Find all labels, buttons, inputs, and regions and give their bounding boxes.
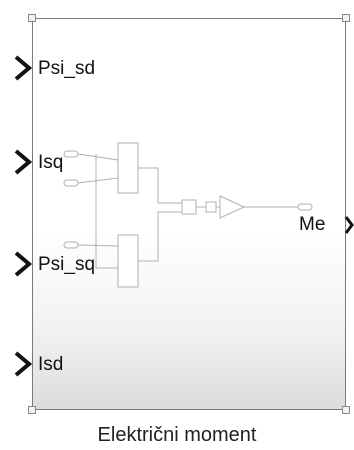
- input-port-psi-sd[interactable]: [14, 55, 33, 81]
- input-port-isd[interactable]: [14, 351, 33, 377]
- sum-block-icon: [181, 199, 197, 215]
- outport-oval-icon: [297, 203, 313, 211]
- chevron-port-icon: [14, 251, 33, 277]
- internal-diagram-preview: [63, 142, 313, 288]
- resize-handle-top-right[interactable]: [342, 14, 350, 22]
- inport-oval-icon: [63, 179, 79, 187]
- chevron-port-icon: [344, 216, 354, 234]
- chevron-port-icon: [14, 351, 33, 377]
- chevron-port-icon: [14, 149, 33, 175]
- inport-oval-icon: [63, 150, 79, 158]
- product-block-icon: [117, 234, 139, 288]
- output-port-me[interactable]: [344, 216, 354, 234]
- resize-handle-bottom-left[interactable]: [28, 406, 36, 414]
- input-label-psi-sq: Psi_sq: [38, 254, 96, 275]
- output-label-me: Me: [299, 214, 326, 235]
- resize-handle-bottom-right[interactable]: [342, 406, 350, 414]
- product-block-icon: [117, 142, 139, 194]
- input-label-psi-sd: Psi_sd: [38, 58, 96, 79]
- input-port-psi-sq[interactable]: [14, 251, 33, 277]
- input-label-isq: Isq: [38, 152, 64, 173]
- unit-delay-icon: [205, 201, 217, 213]
- chevron-port-icon: [14, 55, 33, 81]
- gain-triangle-icon: [219, 195, 246, 219]
- resize-handle-top-left[interactable]: [28, 14, 36, 22]
- input-label-isd: Isd: [38, 354, 64, 375]
- inport-oval-icon: [63, 241, 79, 249]
- input-port-isq[interactable]: [14, 149, 33, 175]
- block-name-label[interactable]: Električni moment: [97, 424, 257, 446]
